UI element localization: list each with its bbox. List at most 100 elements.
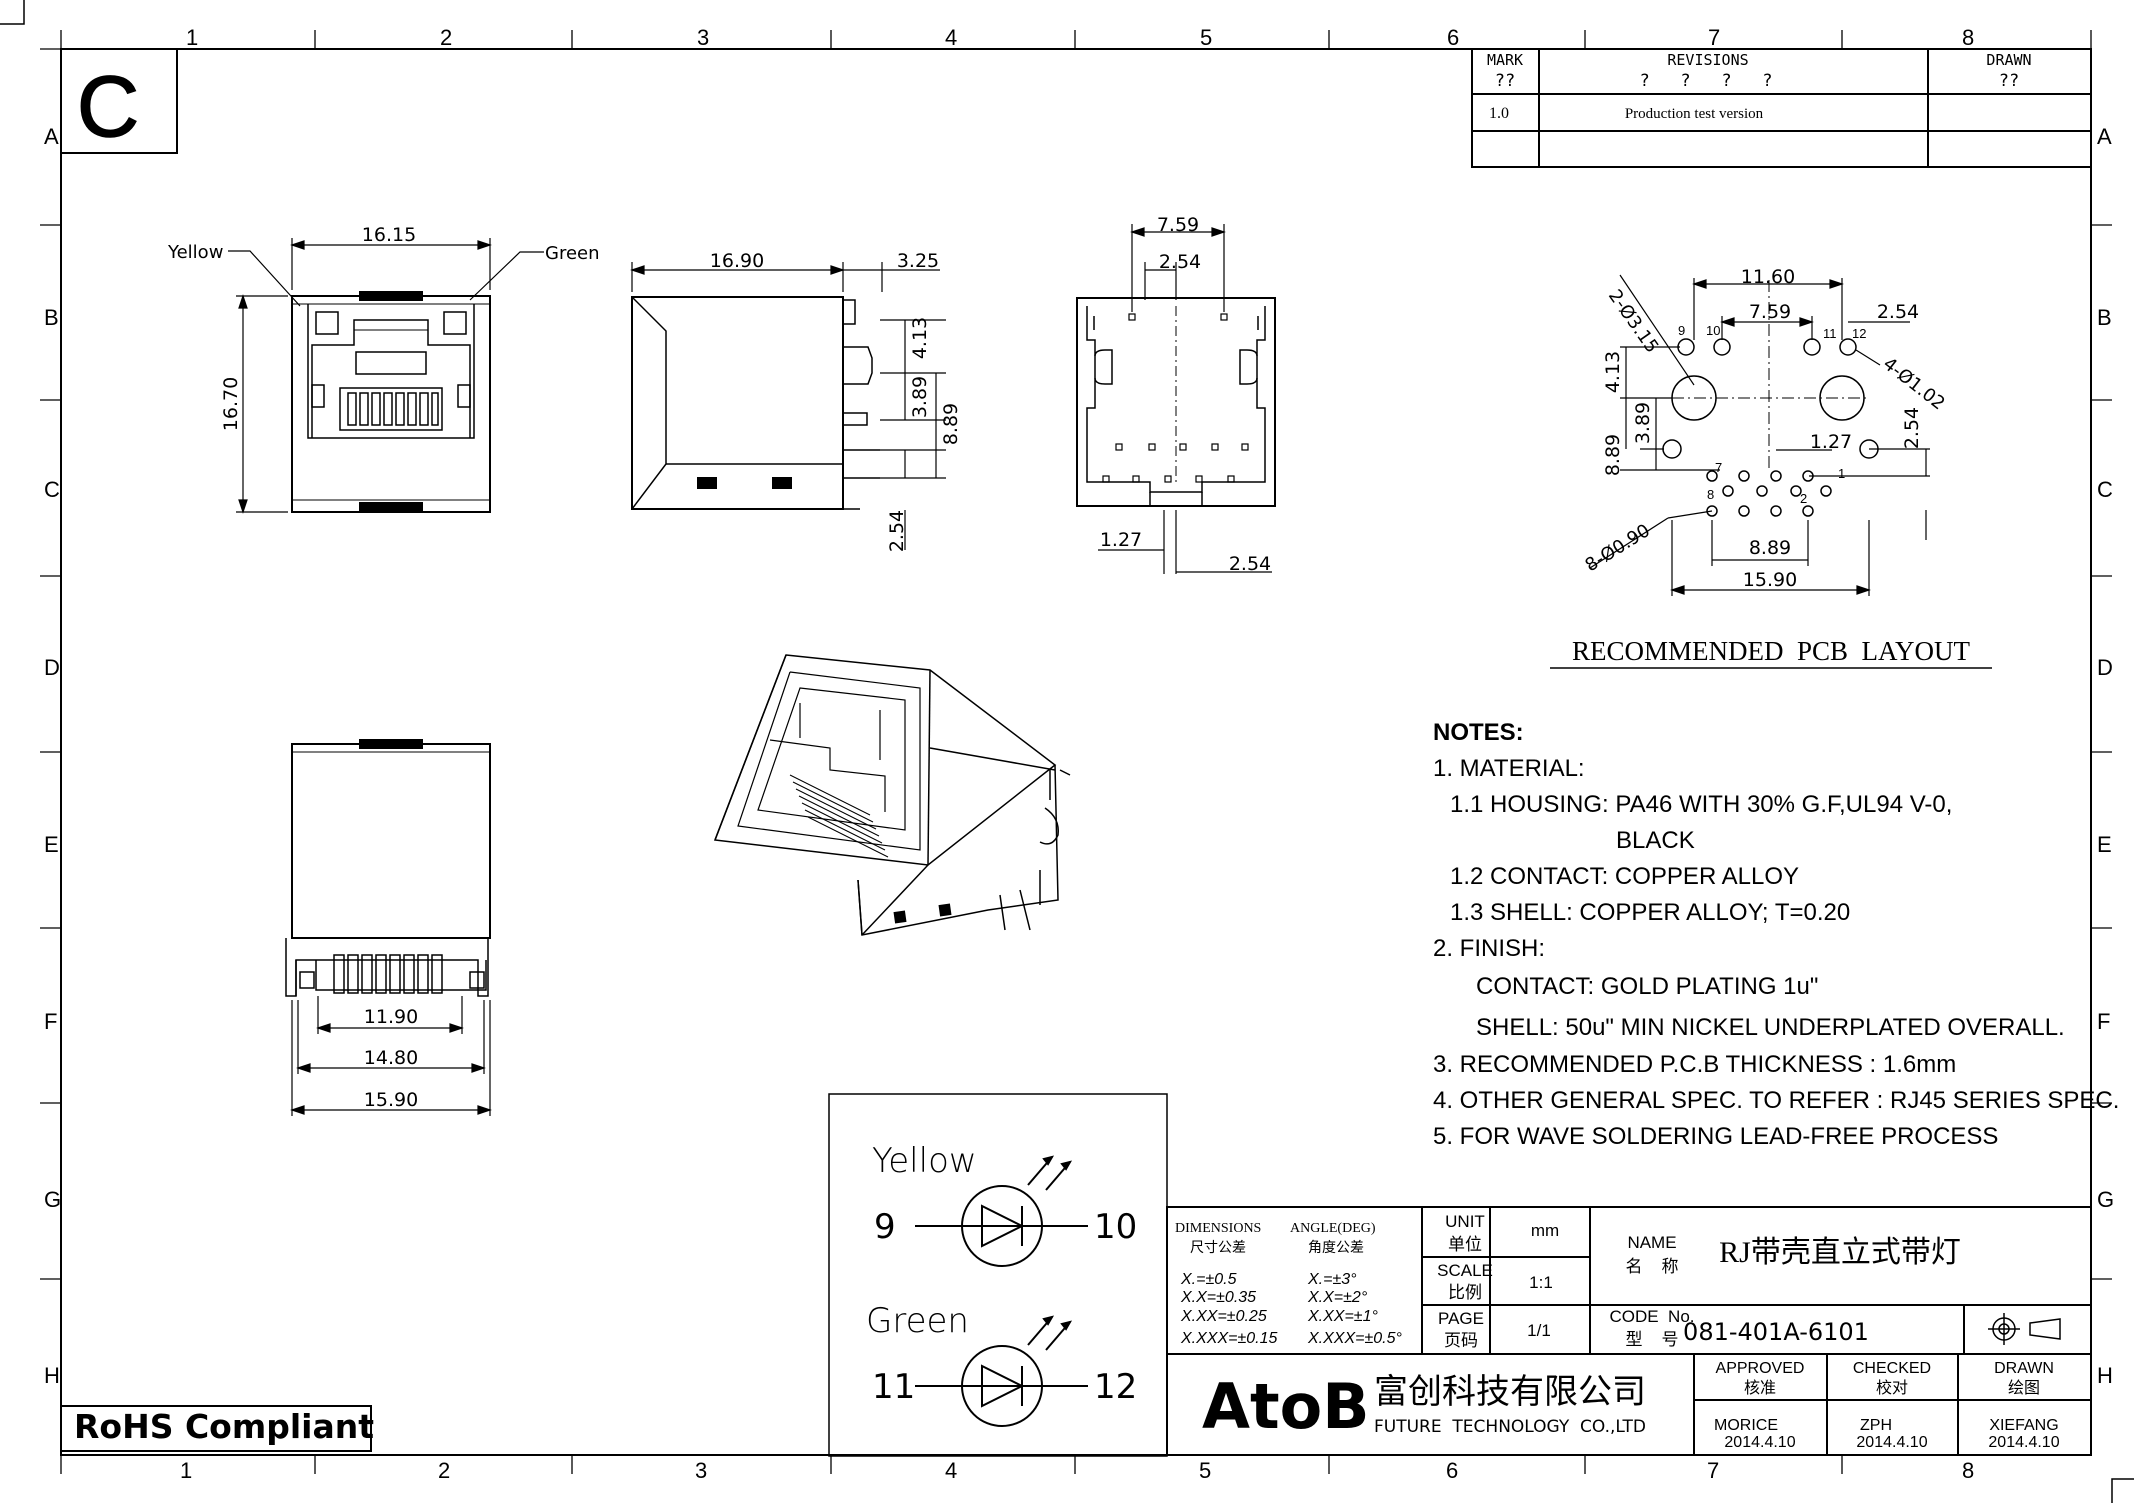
notes-line-4: 1.2 CONTACT: COPPER ALLOY: [1450, 863, 1799, 890]
led-green-right-pin: 12: [1094, 1367, 1137, 1407]
notes-line-3: BLACK: [1616, 827, 1695, 854]
zone-row-c: C: [44, 477, 60, 502]
zone-row-f-right: F: [2097, 1009, 2110, 1034]
zone-row-c-right: C: [2097, 477, 2113, 502]
rohs-box: [60, 1405, 372, 1452]
front-yellow-label: Yellow: [167, 242, 223, 263]
front-dim-height: 16.70: [220, 377, 242, 431]
row-letters-right: A B C D E F G H: [2097, 124, 2114, 1388]
sheet-border: [60, 48, 2092, 1456]
notes-line-8: SHELL: 50u" MIN NICKEL UNDERPLATED OVERA…: [1476, 1014, 2065, 1041]
tb-drawn-label: DRAWN: [1994, 1360, 2054, 1377]
rear-view: [285, 739, 491, 997]
led-green-left-pin: 11: [872, 1367, 915, 1407]
tb-scale-value: 1:1: [1529, 1273, 1553, 1292]
zone-row-h: H: [44, 1363, 60, 1388]
side-view: [631, 296, 880, 510]
notes-heading: NOTES:: [1433, 719, 1524, 746]
zone-row-f: F: [44, 1009, 57, 1034]
zone-col-8-bottom: 8: [1962, 1458, 1974, 1483]
bottom-dim-759: 7.59: [1157, 214, 1199, 236]
pcb-layout-title: RECOMMENDED PCB LAYOUT: [1572, 636, 1971, 666]
pcb-dim-1590: 15.90: [1743, 569, 1797, 591]
bottom-view-holes: [1102, 313, 1249, 483]
front-dim-width: 16.15: [362, 224, 416, 246]
led-green-label: Green: [866, 1301, 969, 1341]
rev-mark-header: MARK: [1487, 51, 1523, 69]
pcb-pin-2: 2: [1800, 491, 1807, 506]
tb-ang-1: X.=±3°: [1307, 1271, 1357, 1288]
rear-dim-1480: 14.80: [364, 1047, 418, 1069]
zone-col-2-bottom: 2: [438, 1458, 450, 1483]
pcb-pin-7: 7: [1715, 460, 1722, 475]
zone-col-6-bottom: 6: [1446, 1458, 1458, 1483]
zone-col-6: 6: [1447, 25, 1459, 50]
notes-line-7: CONTACT: GOLD PLATING 1u": [1476, 973, 1818, 1000]
row-letters-left: A B C D E F G H: [44, 124, 61, 1388]
notes-line-1: 1. MATERIAL:: [1433, 755, 1585, 782]
tb-unit-cn: 单位: [1448, 1235, 1482, 1254]
rev-drawn-value: ??: [1999, 71, 2019, 91]
tb-name-value: RJ带壳直立式带灯: [1719, 1236, 1961, 1269]
zone-row-a: A: [44, 124, 59, 149]
zone-col-7-bottom: 7: [1707, 1458, 1719, 1483]
tb-page-label: PAGE: [1438, 1309, 1484, 1328]
side-dim-389: 3.89: [909, 376, 931, 418]
tb-unit-label: UNIT: [1445, 1212, 1485, 1231]
rev-mark-value: ??: [1495, 71, 1515, 91]
side-dim-325: 3.25: [897, 250, 939, 272]
tb-ang-2: X.X=±2°: [1307, 1289, 1368, 1306]
tb-tol-3: X.XX=±0.25: [1180, 1308, 1267, 1325]
zone-col-8: 8: [1962, 25, 1974, 50]
led-schematic: Yellow 9 10 Green 11 12: [828, 1093, 1168, 1457]
side-dim-889: 8.89: [940, 403, 962, 445]
zone-row-a-right: A: [2097, 124, 2112, 149]
rear-dim-1590: 15.90: [364, 1089, 418, 1111]
rev-revisions-value: ? ? ? ?: [1639, 71, 1772, 91]
rear-view-dims: [290, 996, 492, 1116]
zone-col-1-bottom: 1: [180, 1458, 192, 1483]
rev-row1-desc: Production test version: [1625, 106, 1764, 122]
notes-line-11: 5. FOR WAVE SOLDERING LEAD-FREE PROCESS: [1433, 1123, 1998, 1150]
pcb-dim-413: 4.13: [1602, 351, 1624, 393]
led-yellow-left-pin: 9: [874, 1207, 896, 1247]
third-angle-projection-icon: [1988, 1313, 2061, 1345]
bottom-dim-127: 1.27: [1100, 529, 1142, 551]
rev-revisions-header: REVISIONS: [1667, 51, 1748, 69]
bottom-view-dims: [1098, 224, 1272, 574]
pcb-hole-315: 2-Ø3.15: [1604, 286, 1663, 357]
tb-dimensions-cn: 尺寸公差: [1190, 1239, 1246, 1255]
tb-code-cn: 型 号: [1626, 1330, 1679, 1349]
zone-row-d: D: [44, 655, 60, 680]
company-name-cn: 富创科技有限公司: [1374, 1373, 1646, 1411]
zone-ticks: [40, 30, 2112, 1474]
zone-col-5-bottom: 5: [1199, 1458, 1211, 1483]
zone-col-2: 2: [440, 25, 452, 50]
tb-checked-name: ZPH: [1860, 1417, 1892, 1434]
tb-drawn-date: 2014.4.10: [1988, 1434, 2059, 1451]
tb-scale-cn: 比例: [1448, 1283, 1482, 1302]
side-dim-413: 4.13: [909, 317, 931, 359]
zone-row-h-right: H: [2097, 1363, 2113, 1388]
tb-scale-label: SCALE: [1437, 1261, 1493, 1280]
notes-line-2: 1.1 HOUSING: PA46 WITH 30% G.F,UL94 V-0,: [1450, 791, 1952, 818]
tb-code-value: 081-401A-6101: [1683, 1318, 1869, 1346]
pcb-pin-12: 12: [1852, 326, 1866, 341]
pcb-hole-102: 4-Ø1.02: [1879, 353, 1949, 414]
zone-col-7: 7: [1708, 25, 1720, 50]
zone-col-5: 5: [1200, 25, 1212, 50]
pcb-pin-1: 1: [1838, 466, 1845, 481]
zone-col-3: 3: [697, 25, 709, 50]
tb-page-value: 1/1: [1527, 1321, 1551, 1340]
title-block-grid: [1166, 1206, 2092, 1456]
side-view-dims: [630, 262, 946, 550]
pcb-pin-9: 9: [1678, 323, 1685, 338]
zone-col-4: 4: [945, 25, 957, 50]
pcb-dim-254: 2.54: [1877, 301, 1919, 323]
zone-col-3-bottom: 3: [695, 1458, 707, 1483]
notes-line-5: 1.3 SHELL: COPPER ALLOY; T=0.20: [1450, 899, 1850, 926]
notes-line-9: 3. RECOMMENDED P.C.B THICKNESS : 1.6mm: [1433, 1051, 1956, 1078]
bottom-view: [1076, 297, 1276, 507]
notes-block: NOTES: 1. MATERIAL: 1.1 HOUSING: PA46 WI…: [1433, 719, 2119, 1150]
